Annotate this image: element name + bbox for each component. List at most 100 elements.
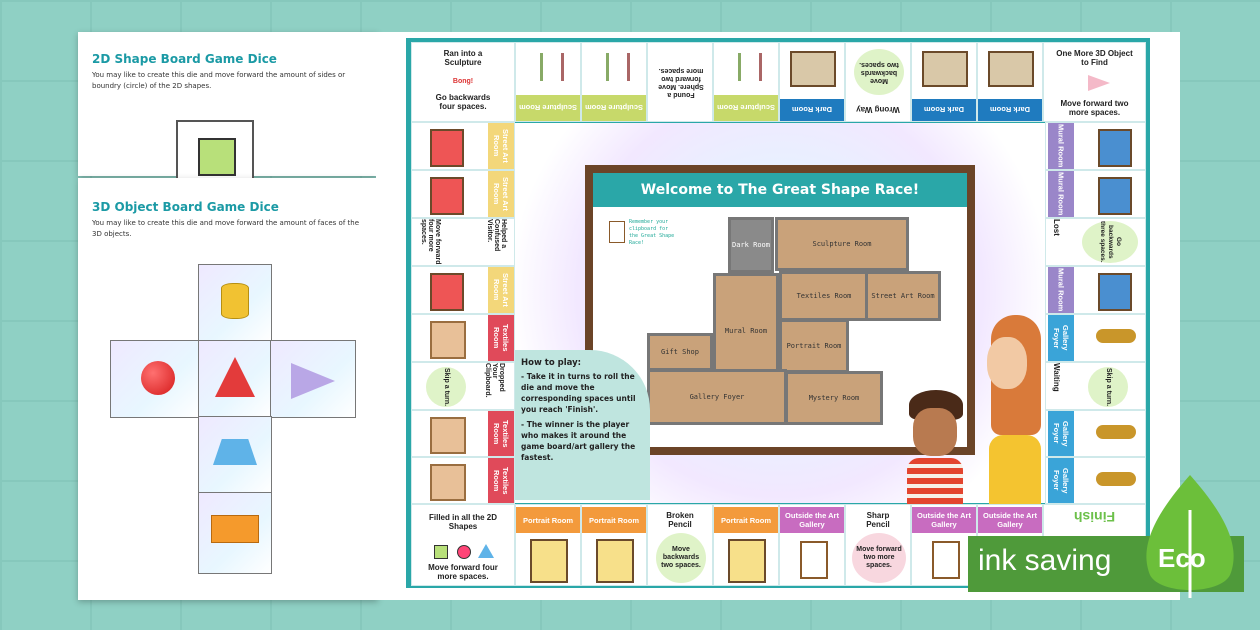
strip-label: Sculpture Room [516,95,580,121]
cell-street-left-2: Street Art Room [411,170,515,218]
strip-label: Gallery Foyer [1048,458,1074,503]
sphere-face [110,340,200,418]
street-art-icon [430,129,464,167]
strip-label: Portrait Room [714,507,778,533]
room-portrait: Portrait Room [779,319,849,373]
cell-sharp-pencil: Sharp Pencil Move forward two more space… [845,504,911,586]
strip-label: Textiles Room [488,315,514,361]
circle-icon [457,545,471,559]
cell-portrait-3: Portrait Room [713,504,779,586]
cell-foyer-right-2: Gallery Foyer [1045,410,1146,457]
cell-sculpture-1: Sculpture Room [515,42,581,122]
square-icon [434,545,448,559]
portrait-icon [596,539,634,583]
broken-pencil-text: Move backwards two spaces. [656,533,706,583]
strip-label: Sculpture Room [714,95,778,121]
clipboard-icon [800,541,828,579]
cell-text: Move forward two more spaces. [1060,99,1129,117]
pyramid-icon [215,357,255,397]
cone-face [270,340,356,418]
how-to-play-heading: How to play: [521,358,582,368]
cell-street-left-3: Street Art Room [411,266,515,314]
cylinder-face [198,264,272,342]
portrait-icon [530,539,568,583]
mural-icon [1098,177,1132,215]
room-sculpture: Sculpture Room [775,217,909,271]
strip-label: Outside the Art Gallery [780,507,844,533]
strip-label: Street Art Room [488,123,514,169]
dark-painting-icon [790,51,836,87]
strip-label: Textiles Room [488,411,514,456]
cell-street-left-1: Street Art Room [411,122,515,170]
dark-painting-icon [988,51,1034,87]
cell-confused-visitor: Move forward four more spaces. Helped a … [411,218,515,266]
cell-lost: Lost Go backwards three spaces. [1045,218,1146,266]
cell-sculpture-3: Sculpture Room [713,42,779,122]
cell-filled-2d: Filled in all the 2D Shapes Move forward… [411,504,515,586]
3d-dice-net [110,264,356,594]
square-face [198,138,236,176]
room-foyer: Gallery Foyer [647,369,787,425]
welcome-title: Welcome to The Great Shape Race! [593,173,967,207]
cell-one-more-3d: One More 3D Object to Find Move forward … [1043,42,1146,122]
cell-sculpture-2: Sculpture Room [581,42,647,122]
3d-dice-sheet: 3D Object Board Game Dice You may like t… [78,178,378,600]
cell-textiles-left-1: Textiles Room [411,314,515,362]
room-gift: Gift Shop [647,333,713,371]
room-mystery: Mystery Room [785,371,883,425]
sculpture-icon [540,53,564,81]
cell-title: Helped a Confused Visitor. [486,219,507,252]
triangle-icon [478,544,494,558]
cell-portrait-2: Portrait Room [581,504,647,586]
sculpture-icon [738,53,762,81]
cell-dark-2: Dark Room [911,42,977,122]
cell-portrait-1: Portrait Room [515,504,581,586]
cell-mural-right-3: Mural Room [1045,266,1146,314]
found-sphere-text: Found a Sphere. Move forward two more sp… [654,47,708,117]
cone-icon [291,363,335,399]
cuboid-icon [211,515,259,543]
strip-label: Street Art Room [488,267,514,313]
keys-icon [1096,425,1136,439]
strip-label: Outside the Art Gallery [912,507,976,533]
boy-character [905,390,965,504]
strip-label: Sculpture Room [582,95,646,121]
skip-turn-text: Skip a turn. [426,367,466,407]
cell-broken-pencil: Broken Pencil Move backwards two spaces. [647,504,713,586]
cell-title: Filled in all the 2D Shapes [428,513,497,531]
strip-label: Mural Room [1048,171,1074,217]
room-textiles: Textiles Room [779,271,869,321]
cell-wrong-way: Move backwards two spaces. Wrong Way [845,42,911,122]
keys-icon [1096,329,1136,343]
clipboard-icon [609,221,625,243]
skip-turn-text: Skip a turn. [1088,367,1128,407]
strip-label: Mural Room [1048,123,1074,169]
strip-label: Dark Room [912,99,976,121]
eco-leaf-icon [1146,475,1234,598]
cell-title: Ran into a Sculpture [443,49,483,67]
strip-label: Dark Room [780,99,844,121]
2d-dice-sheet: 2D Shape Board Game Dice You may like to… [78,32,378,178]
boy-shirt [907,458,963,504]
cell-mural-right-1: Mural Room [1045,122,1146,170]
finish-label: Finish [1073,509,1116,525]
cell-found-sphere: Found a Sphere. Move forward two more sp… [647,42,713,122]
eco-badge-label: Eco [1158,543,1206,573]
cell-text: Go backwards four spaces. [435,93,491,111]
girl-character [985,315,1045,504]
girl-dress [989,435,1041,504]
mural-icon [1098,129,1132,167]
cell-title: Sharp Pencil [866,511,890,529]
2d-dice-title: 2D Shape Board Game Dice [92,52,277,66]
sharp-pencil-text: Move forward two more spaces. [852,533,906,583]
bong-sfx: Bong! [452,78,474,85]
prism-face [198,416,272,494]
cell-text: Move forward four more spaces. [428,563,498,581]
strip-label: Gallery Foyer [1048,411,1074,456]
cell-title: Dropped Your Clipboard. [484,363,505,398]
dark-painting-icon [922,51,968,87]
cell-dark-1: Dark Room [779,42,845,122]
wrong-way-title: Wrong Way [856,105,900,114]
strip-label: Portrait Room [582,507,646,533]
cell-dark-3: Dark Room [977,42,1043,122]
